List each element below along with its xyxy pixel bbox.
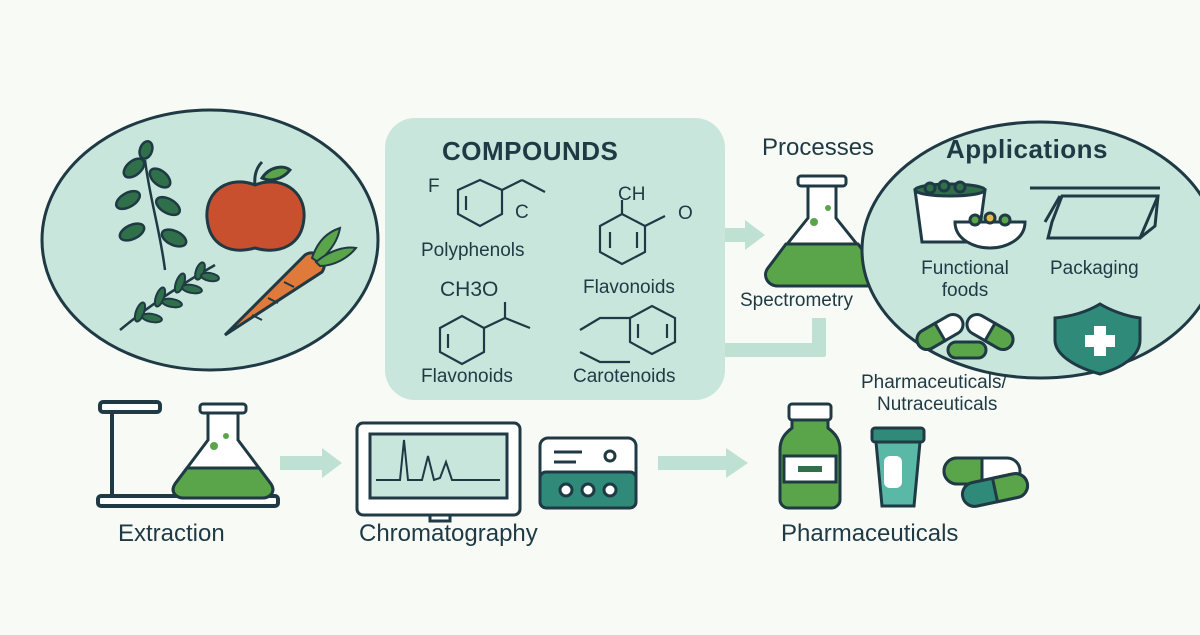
capsule-icon — [915, 313, 1015, 360]
carrot-icon — [223, 226, 358, 337]
polyphenol-structure — [456, 178, 546, 228]
processes-item-spectrometry: Spectrometry — [740, 290, 853, 311]
compounds-title: COMPOUNDS — [442, 136, 619, 166]
arrow-compounds-processes — [725, 220, 765, 250]
applications-title: Applications — [946, 134, 1109, 164]
compounds-panel — [385, 118, 725, 400]
app-packaging: Packaging — [1050, 258, 1139, 279]
label-chromatography: Chromatography — [359, 520, 538, 547]
compound-label-carotenoids: Carotenoids — [573, 366, 676, 387]
label-extraction: Extraction — [118, 520, 225, 547]
flavonoid-structure-1 — [598, 200, 666, 266]
tray-icon — [1030, 186, 1160, 240]
bottle-icon — [778, 402, 842, 510]
arrow-chromatography-pharmaceuticals — [658, 448, 748, 478]
carotenoid-structure — [579, 304, 677, 364]
app-functional-foods-line2: foods — [941, 280, 989, 301]
app-pharma-line2: Nutraceuticals — [877, 394, 998, 415]
polyphenol-sub-2: C — [515, 202, 529, 223]
compound-label-flavonoids-2: Flavonoids — [421, 366, 513, 387]
flavonoid-sub-1: CH — [618, 184, 646, 205]
flavonoid-structure-2 — [438, 302, 531, 366]
bottom-capsule-icon — [942, 456, 1030, 508]
connector-processes — [725, 318, 826, 357]
monitor-icon — [355, 421, 522, 523]
compound-label-flavonoids-1: Flavonoids — [583, 277, 675, 298]
shield-icon — [1053, 302, 1142, 376]
label-pharmaceuticals: Pharmaceuticals — [781, 520, 959, 547]
polyphenol-sub-1: F — [428, 176, 440, 197]
arrow-extraction-chromatography — [280, 448, 342, 478]
tube-icon — [870, 426, 926, 508]
flavonoid-sub-2: O — [678, 203, 693, 224]
device-icon — [538, 436, 638, 510]
processes-title: Processes — [762, 134, 875, 161]
flask-icon — [764, 174, 880, 288]
flavonoid-sub-3: CH3O — [440, 278, 499, 301]
rosemary-icon — [119, 261, 220, 331]
app-pharma-line1: Pharmaceuticals/ — [861, 372, 1007, 393]
app-functional-foods-line1: Functional — [921, 258, 1009, 279]
herb-icon — [114, 140, 188, 271]
apple-icon — [205, 160, 306, 252]
extraction-flask-icon — [171, 402, 275, 500]
bowl-icon — [913, 179, 1027, 250]
compound-label-polyphenols: Polyphenols — [421, 240, 525, 261]
